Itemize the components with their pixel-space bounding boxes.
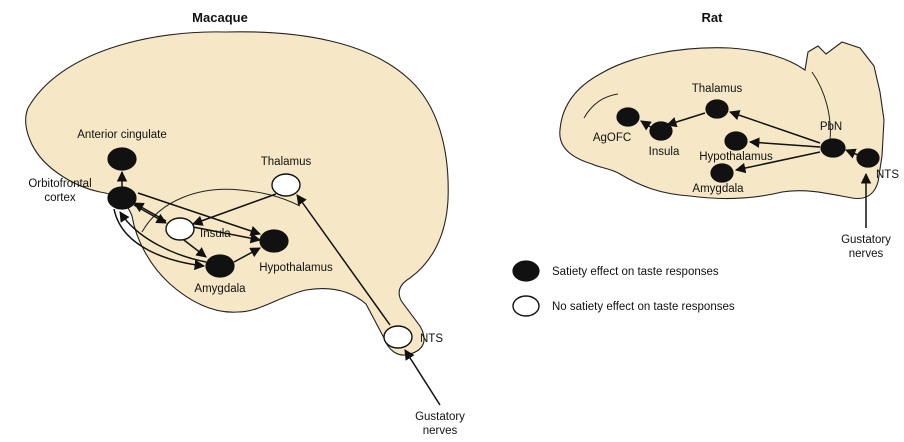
rat-title: Rat	[702, 10, 724, 25]
label-hypothalamus: Hypothalamus	[259, 262, 333, 274]
node-rat-insula	[650, 122, 672, 140]
node-rat-amygdala	[711, 164, 733, 182]
label-rat-gustatory-line1: Gustatory	[841, 234, 891, 246]
label-gustatory-line2: nerves	[423, 425, 458, 437]
node-rat-hypothalamus	[725, 132, 747, 150]
legend-empty-swatch	[513, 296, 539, 316]
label-anterior-cingulate: Anterior cingulate	[77, 129, 167, 141]
node-rat-pbn	[821, 139, 845, 157]
node-rat-agofc	[617, 108, 639, 126]
arrow-gustatory-to-nts	[405, 350, 440, 405]
label-insula: Insula	[200, 228, 231, 240]
node-amygdala	[206, 255, 234, 277]
node-insula	[166, 218, 194, 240]
label-rat-nts: NTS	[876, 169, 899, 181]
label-rat-thalamus: Thalamus	[692, 83, 743, 95]
rat-panel: Rat Thalamus AgOFC Insula Hypothalamus A…	[560, 10, 900, 260]
label-orbitofrontal-line1: Orbitofrontal	[28, 178, 91, 190]
label-rat-pbn: PbN	[820, 121, 842, 133]
macaque-brain-outline	[26, 32, 449, 355]
legend-empty-label: No satiety effect on taste responses	[552, 301, 735, 313]
legend-filled-swatch	[513, 261, 539, 281]
node-nts	[384, 326, 412, 348]
label-thalamus: Thalamus	[261, 156, 312, 168]
node-rat-nts	[857, 149, 879, 167]
macaque-title: Macaque	[192, 10, 248, 25]
node-orbitofrontal-cortex	[108, 187, 136, 209]
label-amygdala: Amygdala	[194, 283, 246, 295]
label-rat-insula: Insula	[649, 146, 680, 158]
node-rat-thalamus	[706, 100, 728, 118]
node-hypothalamus	[260, 230, 288, 252]
label-rat-hypothalamus: Hypothalamus	[699, 151, 773, 163]
legend: Satiety effect on taste responses No sat…	[513, 261, 735, 316]
node-anterior-cingulate	[108, 148, 136, 170]
label-rat-gustatory-line2: nerves	[849, 248, 884, 260]
macaque-panel: Macaque Anterior cingulate Orbitofrontal…	[26, 10, 466, 437]
label-rat-agofc: AgOFC	[593, 132, 631, 144]
label-rat-amygdala: Amygdala	[692, 183, 744, 195]
label-gustatory-line1: Gustatory	[415, 411, 465, 423]
legend-filled-label: Satiety effect on taste responses	[552, 266, 719, 278]
label-nts: NTS	[420, 333, 443, 345]
label-orbitofrontal-line2: cortex	[44, 192, 76, 204]
node-thalamus	[272, 174, 300, 196]
